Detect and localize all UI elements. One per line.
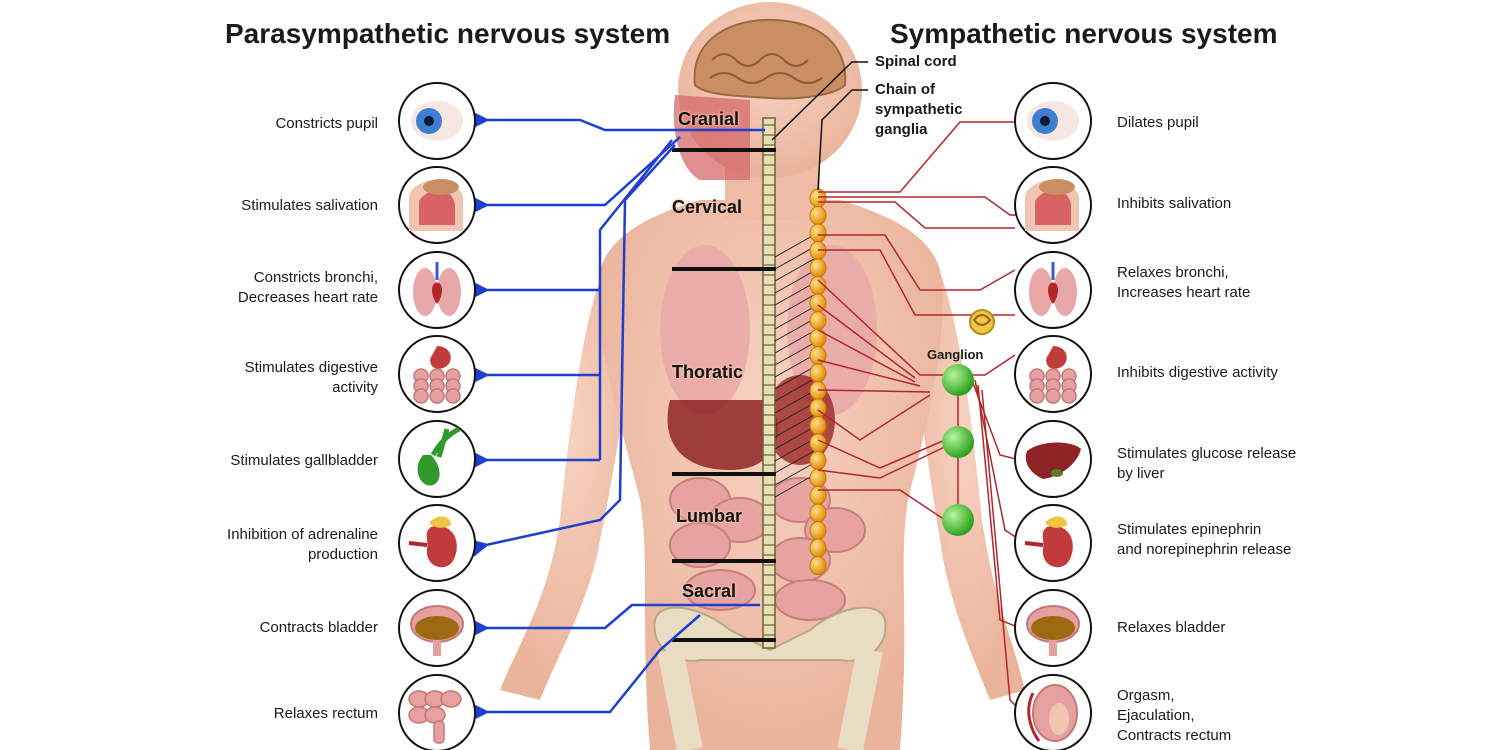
region-thoratic: Thoratic: [672, 362, 744, 382]
para-effect-label: Relaxes rectum: [273, 705, 378, 722]
chain-ganglion-bead: [809, 416, 827, 435]
region-cranial: Cranial: [678, 109, 740, 129]
lungs-heart-icon: [1014, 251, 1092, 329]
para-effect-label: Stimulates digestive activity: [244, 359, 378, 396]
chain-ganglion-bead: [809, 328, 827, 348]
ganglia: [942, 309, 995, 536]
sympathetic-title: Sympathetic nervous system: [890, 18, 1278, 49]
callout-leaders: [771, 61, 868, 191]
symp-effect-label: Dilates pupil: [1117, 114, 1199, 131]
para-effect-label: Stimulates salivation: [241, 197, 378, 214]
chain-ganglion-bead: [809, 521, 827, 540]
adrenal-kidney-icon: [1014, 504, 1092, 582]
chain-ganglion-bead: [809, 311, 827, 330]
stomach-intestine-icon: [398, 335, 476, 413]
para-effect-label: Constricts bronchi, Decreases heart rate: [237, 269, 378, 306]
chain-ganglion-bead: [809, 258, 827, 278]
region-sacral: Sacral: [682, 581, 737, 601]
brain-illustration: [673, 18, 847, 180]
rectum-icon: [398, 674, 476, 750]
region-cervical: Cervical: [672, 197, 743, 217]
chain-ganglion-bead: [809, 223, 827, 243]
chain-ganglion-bead: [809, 363, 827, 383]
parasympathetic-title: Parasympathetic nervous system: [225, 18, 671, 49]
eye-icon: [398, 82, 476, 160]
symp-effect-label: Relaxes bladder: [1117, 619, 1226, 636]
symp-effect-label: Stimulates glucose release by liver: [1117, 445, 1297, 482]
spinal-cord: [762, 117, 815, 649]
chain-ganglion-bead: [809, 468, 827, 488]
organs-illustration: [653, 245, 887, 750]
ganglion-label: Ganglion: [927, 347, 984, 362]
ganglion-ball: [942, 364, 974, 396]
ganglion-detail-icon: [969, 309, 995, 335]
spinal-cord-label: Spinal cord: [875, 53, 957, 70]
para-effect-label: Inhibition of adrenaline production: [227, 526, 378, 563]
para-effect-label: Contracts bladder: [259, 619, 378, 636]
region-lumbar: Lumbar: [676, 506, 743, 526]
adrenal-kidney-icon: [398, 504, 476, 582]
symp-effect-label: Inhibits salivation: [1117, 195, 1232, 212]
chain-ganglion-bead: [809, 451, 827, 470]
chain-label: Chain of sympathetic ganglia: [875, 81, 963, 138]
symp-effect-label: Inhibits digestive activity: [1117, 364, 1278, 381]
ganglion-ball: [942, 426, 974, 458]
ganglion-ball: [942, 504, 974, 536]
region-dividers: [672, 148, 776, 642]
symp-effect-label: Stimulates epinephrin and norepinephrin …: [1117, 521, 1292, 558]
chain-ganglion-bead: [809, 538, 827, 558]
gallbladder-icon: [398, 420, 476, 498]
effect-icons: [398, 82, 1092, 750]
reproductive-icon: [1014, 674, 1092, 750]
lungs-heart-icon: [398, 251, 476, 329]
salivary-gland-icon: [1014, 166, 1092, 244]
salivary-gland-icon: [398, 166, 476, 244]
liver-icon: [1014, 420, 1092, 498]
para-effect-label: Stimulates gallbladder: [230, 452, 378, 469]
parasympathetic-nerves: [470, 111, 765, 721]
chain-ganglion-bead: [809, 556, 827, 575]
chain-ganglion-bead: [809, 206, 827, 225]
bladder-icon: [398, 589, 476, 667]
chain-ganglion-bead: [809, 486, 827, 505]
bladder-icon: [1014, 589, 1092, 667]
sympathetic-chain: [809, 188, 827, 575]
symp-effect-label: Orgasm, Ejaculation, Contracts rectum: [1117, 687, 1232, 744]
eye-icon: [1014, 82, 1092, 160]
para-effect-label: Constricts pupil: [275, 115, 378, 132]
symp-effect-label: Relaxes bronchi, Increases heart rate: [1117, 264, 1251, 301]
stomach-intestine-icon: [1014, 335, 1092, 413]
chain-ganglion-bead: [809, 503, 827, 523]
